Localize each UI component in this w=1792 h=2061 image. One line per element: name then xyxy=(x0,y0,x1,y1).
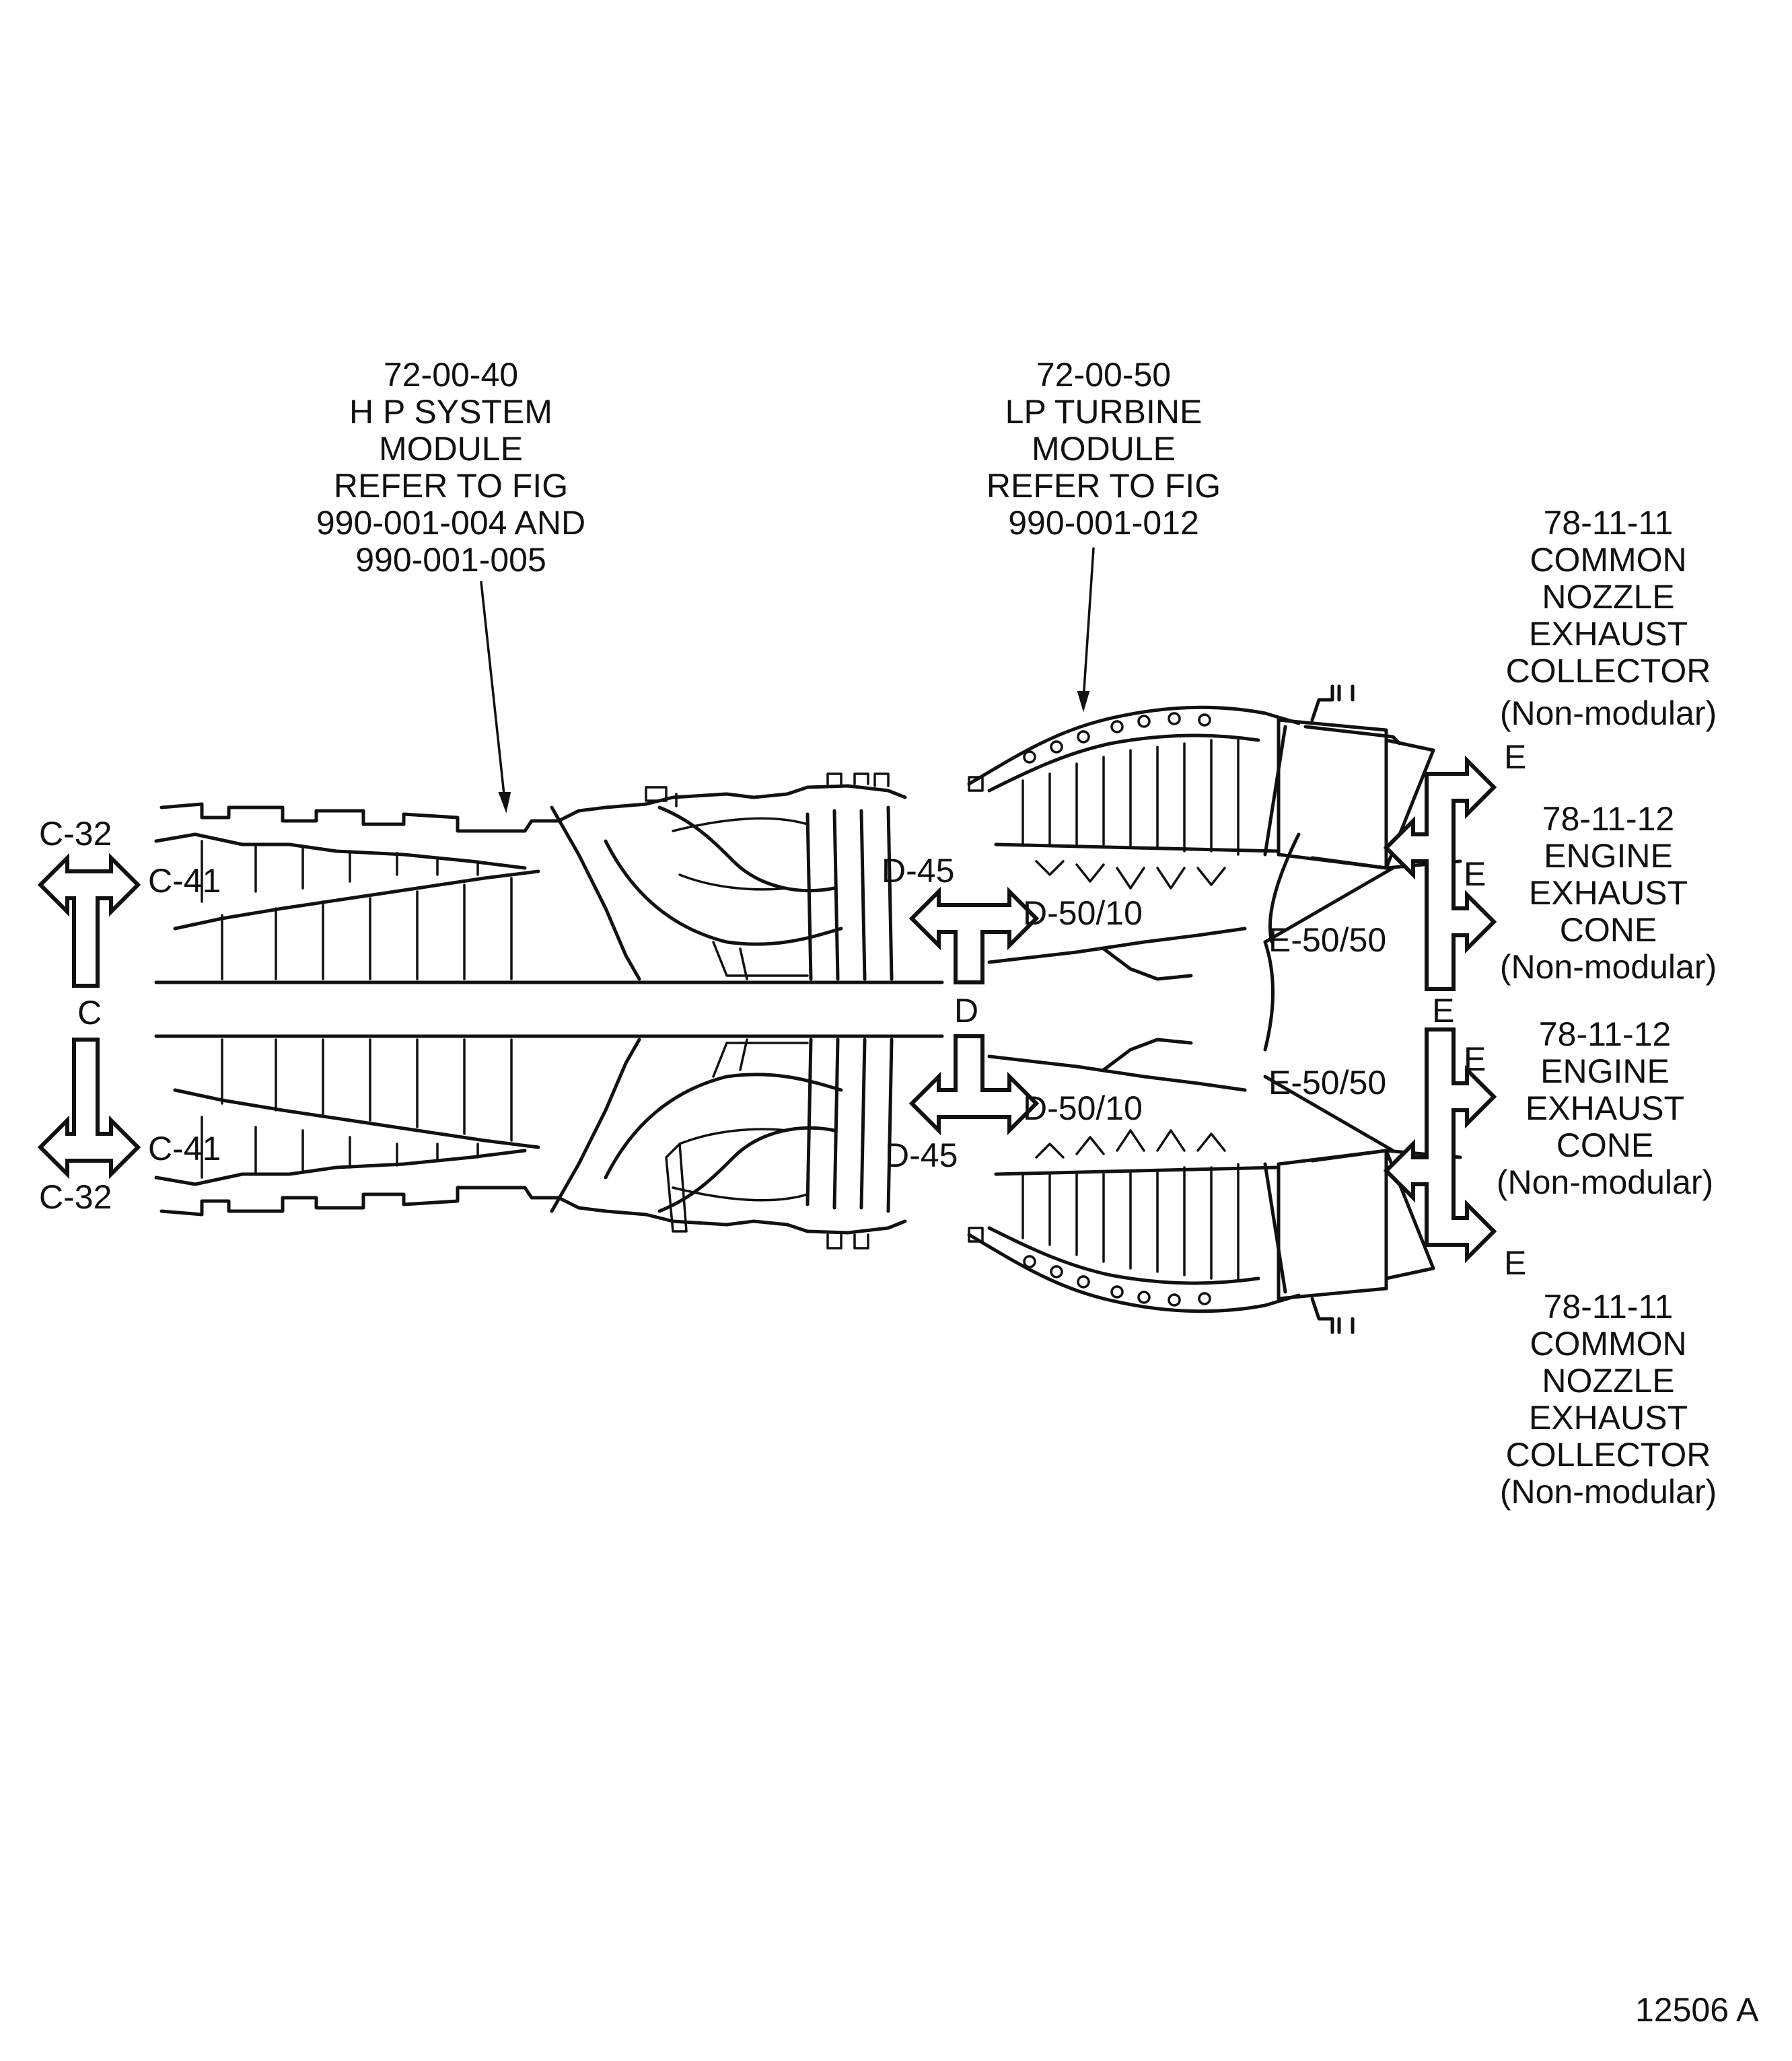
hp-module-line: REFER TO FIG xyxy=(333,467,569,505)
label-d5010-bottom: D-50/10 xyxy=(1023,1089,1143,1127)
cone-top-line: EXHAUST xyxy=(1528,874,1688,912)
shaft-centerline xyxy=(154,980,944,1038)
label-e-center: E xyxy=(1432,992,1455,1029)
label-c41-bottom: C-41 xyxy=(148,1130,221,1167)
nozzle-top-line: NOZZLE xyxy=(1542,578,1675,616)
label-e-mid-lower: E xyxy=(1464,1040,1486,1078)
lp-module-callout: 72-00-50 LP TURBINE MODULE REFER TO FIG … xyxy=(962,357,1245,542)
label-e-top-right: E xyxy=(1504,738,1527,776)
leader-lines xyxy=(480,547,1095,813)
nozzle-top-callout: 78-11-11 COMMON NOZZLE EXHAUST COLLECTOR… xyxy=(1480,505,1736,732)
label-c32-bottom: C-32 xyxy=(39,1178,112,1216)
cone-bottom-line: ENGINE xyxy=(1540,1052,1670,1090)
lp-module-line: LP TURBINE xyxy=(1005,393,1203,431)
cone-bottom-callout: 78-11-12 ENGINE EXHAUST CONE (Non-modula… xyxy=(1477,1016,1733,1201)
label-e5050-top: E-50/50 xyxy=(1268,921,1387,959)
nozzle-top-line: COMMON xyxy=(1530,541,1687,579)
hp-module-line: 72-00-40 xyxy=(383,356,519,394)
cone-bottom-line: CONE xyxy=(1556,1126,1654,1164)
cone-top-line: 78-11-12 xyxy=(1542,800,1675,838)
lp-turbine-upper xyxy=(967,684,1462,1052)
label-c: C xyxy=(77,994,102,1032)
nozzle-top-line: COLLECTOR xyxy=(1505,652,1711,690)
label-c32-top: C-32 xyxy=(39,815,112,853)
lp-module-line: 72-00-50 xyxy=(1036,356,1172,394)
figure-number: 12506 A xyxy=(1635,1991,1759,2029)
nozzle-bottom-line: COMMON xyxy=(1530,1325,1687,1363)
cone-bottom-line: (Non-modular) xyxy=(1496,1163,1714,1201)
arrow-e-upper xyxy=(1383,755,1497,991)
label-d45-bottom: D-45 xyxy=(885,1136,958,1174)
label-d5010-top: D-50/10 xyxy=(1023,894,1143,932)
label-c41-top: C-41 xyxy=(148,862,221,900)
nozzle-top-line: (Non-modular) xyxy=(1499,694,1717,732)
nozzle-bottom-line: NOZZLE xyxy=(1542,1362,1675,1400)
nozzle-bottom-line: 78-11-11 xyxy=(1543,1288,1674,1326)
label-e-bottom-right: E xyxy=(1504,1244,1527,1282)
lp-module-line: REFER TO FIG xyxy=(986,467,1221,505)
hp-module-line: 990-001-005 xyxy=(355,541,546,579)
label-e5050-bottom: E-50/50 xyxy=(1268,1064,1387,1101)
lp-turbine-lower xyxy=(967,1038,1462,1334)
label-e-mid-upper: E xyxy=(1464,855,1486,893)
label-d: D xyxy=(954,992,979,1029)
arrow-c-lower xyxy=(37,1038,141,1180)
nozzle-top-line: 78-11-11 xyxy=(1543,504,1674,542)
nozzle-top-line: EXHAUST xyxy=(1528,615,1688,653)
arrow-c-upper xyxy=(37,853,141,988)
cone-bottom-line: EXHAUST xyxy=(1525,1089,1685,1127)
hp-module-line: H P SYSTEM xyxy=(349,393,552,431)
cone-top-line: (Non-modular) xyxy=(1499,948,1717,986)
cone-top-line: ENGINE xyxy=(1544,837,1673,875)
arrow-d-upper xyxy=(908,886,1040,984)
nozzle-bottom-line: EXHAUST xyxy=(1528,1399,1688,1437)
hp-module-line: MODULE xyxy=(379,430,523,468)
nozzle-bottom-line: (Non-modular) xyxy=(1499,1473,1717,1511)
lp-module-line: 990-001-012 xyxy=(1008,504,1199,542)
hp-compressor-lower xyxy=(154,1038,907,1250)
arrow-e-lower xyxy=(1383,1027,1497,1264)
nozzle-bottom-line: COLLECTOR xyxy=(1505,1436,1711,1474)
lp-module-line: MODULE xyxy=(1032,430,1176,468)
hp-compressor-upper xyxy=(154,772,907,981)
cone-top-line: CONE xyxy=(1559,911,1657,949)
cone-top-callout: 78-11-12 ENGINE EXHAUST CONE (Non-modula… xyxy=(1480,801,1736,986)
nozzle-bottom-callout: 78-11-11 COMMON NOZZLE EXHAUST COLLECTOR… xyxy=(1480,1289,1736,1511)
hp-module-line: 990-001-004 AND xyxy=(316,504,586,542)
hp-module-callout: 72-00-40 H P SYSTEM MODULE REFER TO FIG … xyxy=(256,357,646,579)
arrow-d-lower xyxy=(908,1034,1040,1136)
label-d45-top: D-45 xyxy=(882,852,955,890)
cone-bottom-line: 78-11-12 xyxy=(1538,1015,1672,1053)
